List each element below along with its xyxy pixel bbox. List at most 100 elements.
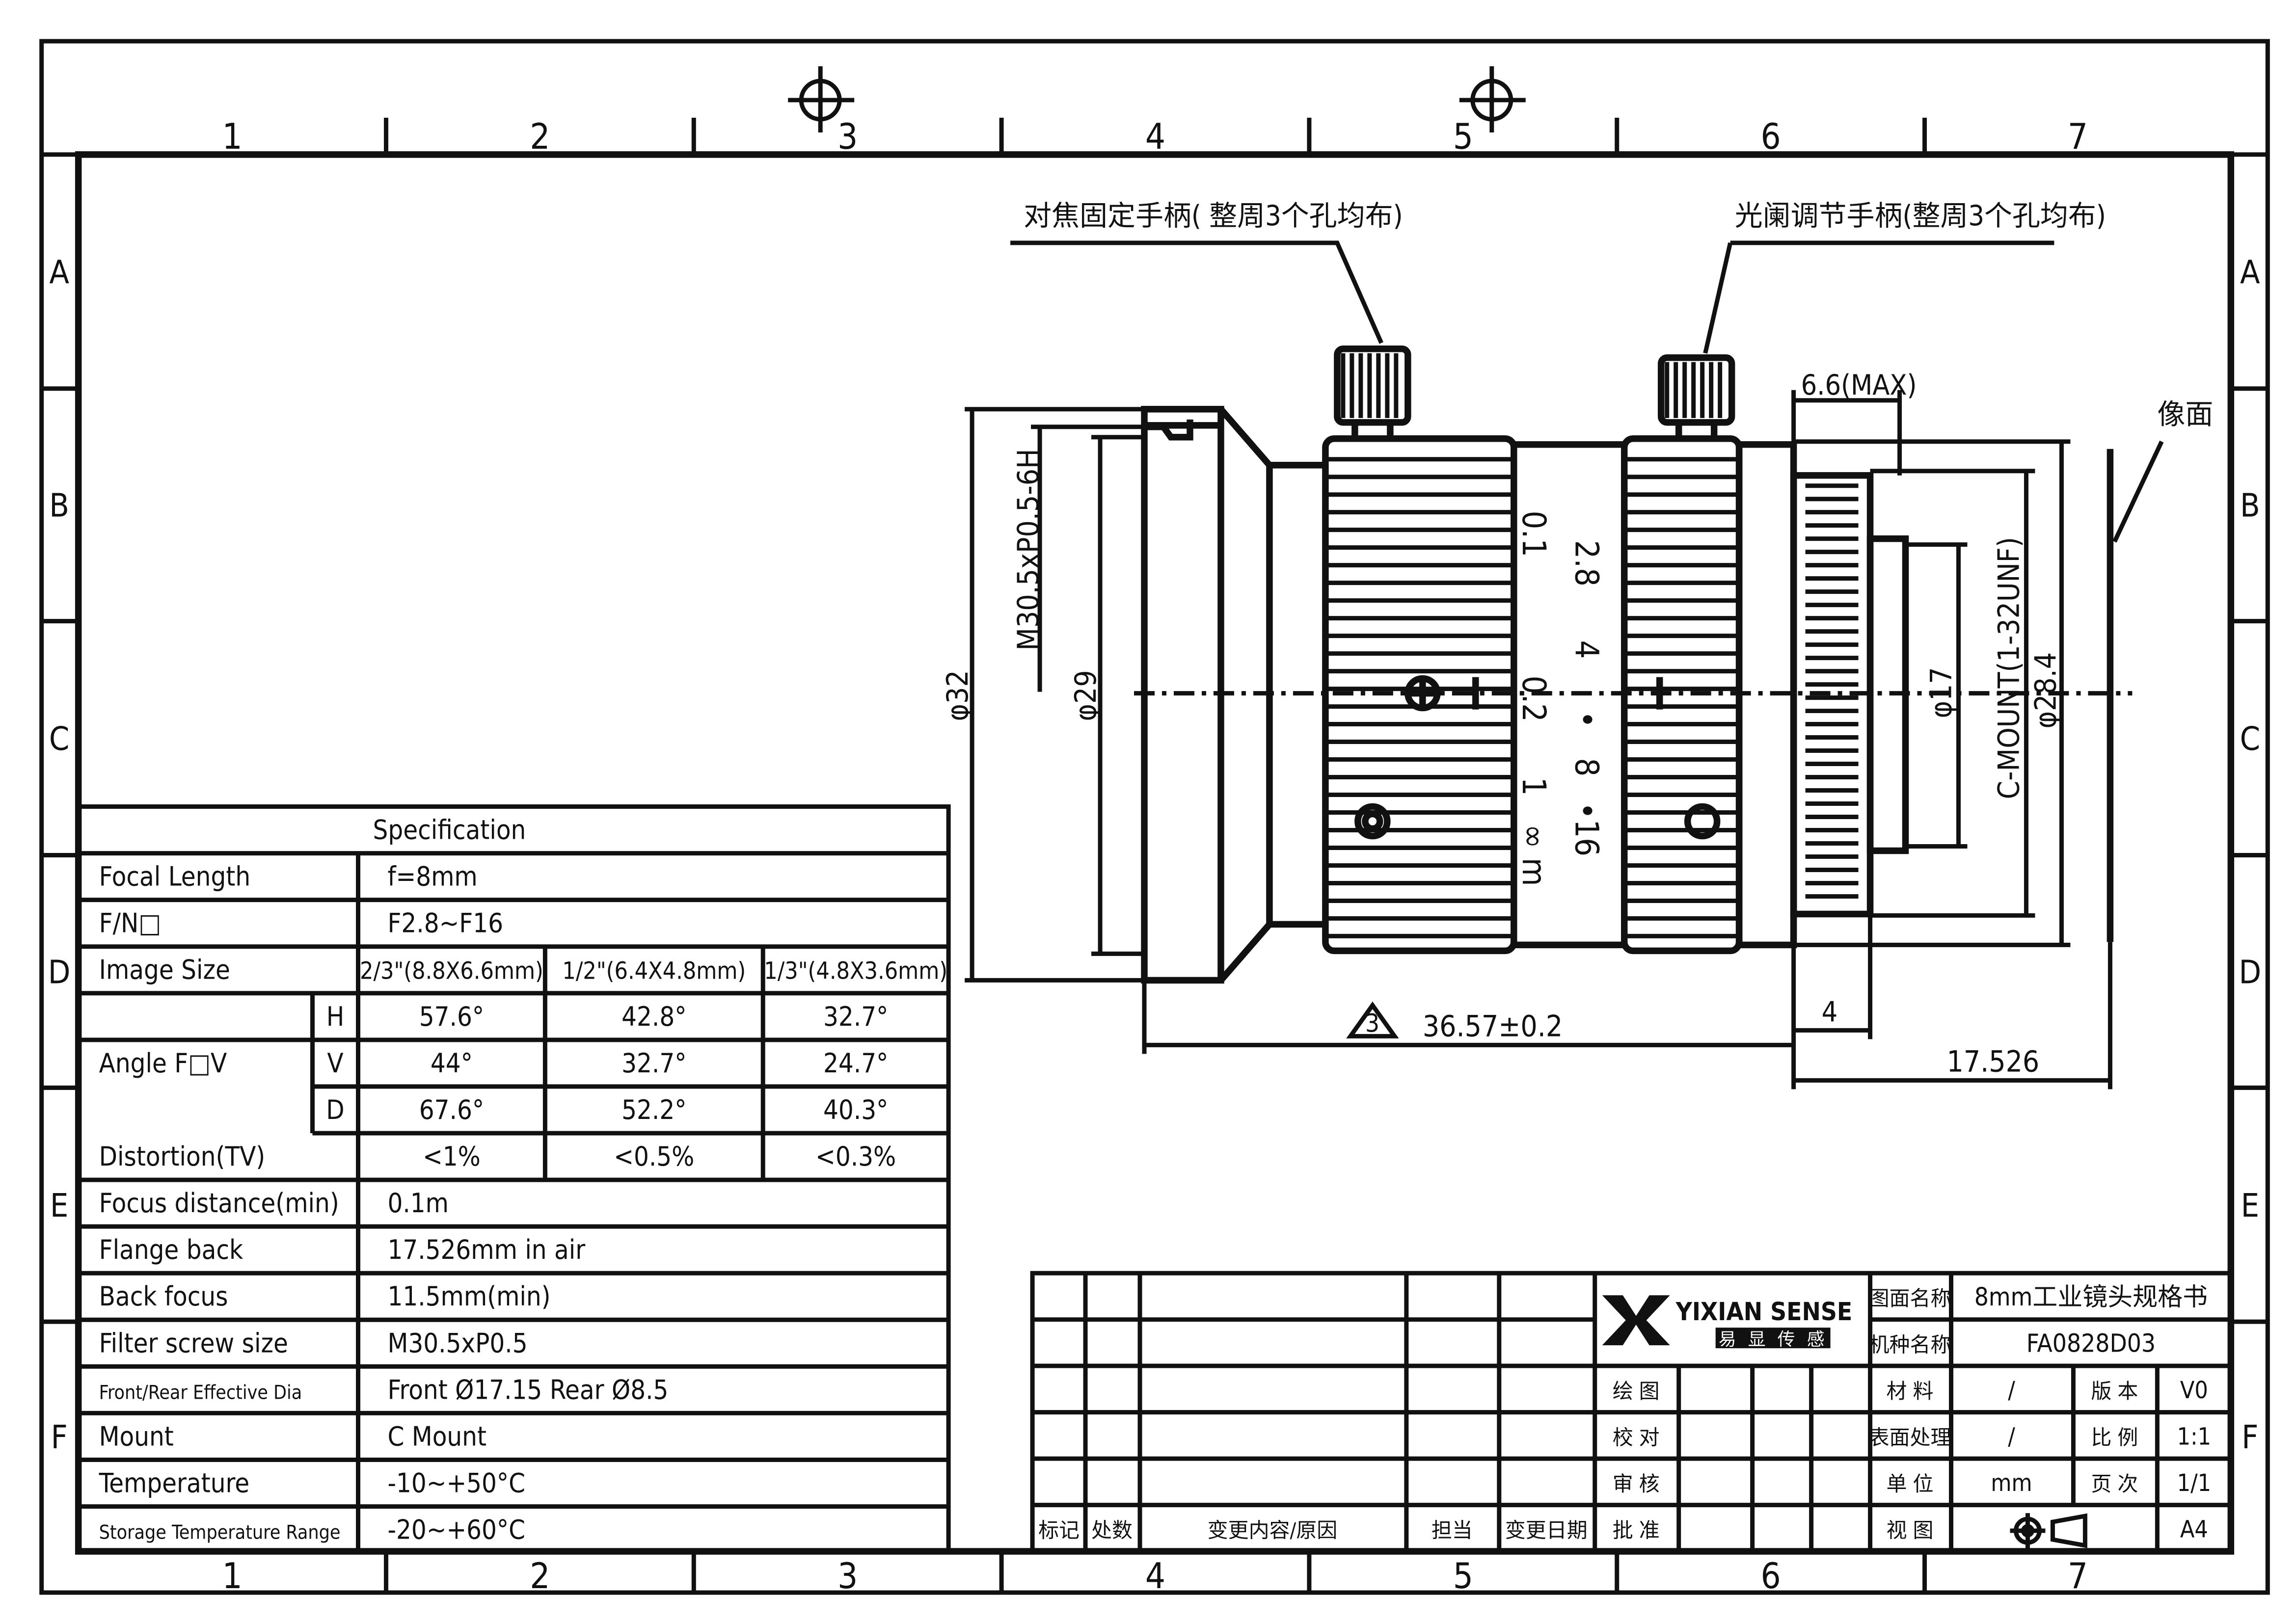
zone-row-right-0: A (2240, 253, 2260, 291)
zone-col-top-4: 4 (1145, 116, 1165, 157)
spec-row-6-label: Temperature (99, 1467, 250, 1498)
zone-col-top-2: 2 (530, 116, 550, 157)
prop-label-2: 页 次 (2091, 1472, 2138, 1496)
sheet-size: A4 (2180, 1516, 2208, 1543)
spec-row-7-label: Storage Temperature Range (99, 1522, 341, 1544)
zone-row-right-1: B (2240, 487, 2260, 525)
spec-row-6-value: -10~+50°C (387, 1467, 525, 1498)
spec-table-grid (76, 804, 951, 1554)
spec-image-size-value: 1/2"(6.4X4.8mm) (562, 957, 746, 985)
iris-mark-4: 4 (1568, 640, 1606, 659)
info-label: 机种名称 (1869, 1333, 1951, 1357)
zone-col-top-5: 5 (1453, 116, 1473, 157)
outer-border (39, 39, 2270, 1595)
spec-fov-axis: H (326, 1001, 345, 1032)
prop-value: / (2008, 1377, 2015, 1404)
zone-col-bottom-7: 7 (2068, 1555, 2088, 1596)
spec-f-number-value: F2.8~F16 (387, 908, 503, 939)
spec-row-3-label: Filter screw size (99, 1328, 288, 1358)
spec-fov-value: 52.2° (621, 1094, 686, 1125)
zone-col-bottom-6: 6 (1761, 1555, 1781, 1596)
spec-distortion-value: <1% (423, 1141, 481, 1172)
zone-row-left-3: D (48, 953, 71, 991)
spec-row-3-value: M30.5xP0.5 (387, 1328, 527, 1358)
prop-label-2: 比 例 (2091, 1426, 2138, 1450)
spec-distortion-value: <0.5% (614, 1141, 694, 1172)
spec-fov-value: 32.7° (823, 1001, 888, 1032)
spec-fov-value: 24.7° (823, 1048, 888, 1079)
sign-label: 批 准 (1613, 1518, 1660, 1542)
spec-fov-axis: D (326, 1094, 344, 1125)
focus-mark-1: 1 (1515, 777, 1553, 796)
dim-dia28-4: φ28.4 (2028, 652, 2063, 729)
spec-image-size-label: Image Size (99, 955, 230, 985)
zone-row-right-3: D (2239, 953, 2261, 991)
zone-row-left-1: B (49, 487, 69, 525)
dim-datum: 3 (1365, 1009, 1379, 1038)
sign-label: 审 核 (1613, 1472, 1660, 1496)
spec-image-size-value: 2/3"(8.8X6.6mm) (360, 957, 543, 985)
info-value: FA0828D03 (2026, 1330, 2156, 1358)
sign-label: 绘 图 (1613, 1379, 1660, 1403)
dim-6-6-max: 6.6(MAX) (1801, 369, 1917, 401)
callout-leaders (1010, 240, 2164, 543)
spec-row-5-value: C Mount (387, 1421, 486, 1452)
focus-mark-inf: ∞ m (1515, 824, 1553, 886)
registration-target-right (1459, 66, 1526, 133)
zone-col-top-3: 3 (837, 116, 858, 157)
revision-header: 标记 (1038, 1518, 1080, 1542)
zone-row-left-5: F (51, 1418, 68, 1456)
dim-cmount: C-MOUNT(1-32UNF) (1992, 537, 2026, 799)
spec-row-4-value: Front Ø17.15 Rear Ø8.5 (387, 1374, 668, 1405)
spec-row-1-value: 17.526mm in air (387, 1234, 585, 1265)
zone-col-bottom-5: 5 (1453, 1555, 1473, 1596)
prop-value-2: 1/1 (2177, 1469, 2211, 1497)
view-label: 视 图 (1887, 1518, 1934, 1542)
iris-mark-8: 8 (1568, 758, 1606, 777)
revision-header: 变更日期 (1505, 1518, 1588, 1542)
spec-fov-value: 40.3° (823, 1094, 888, 1125)
prop-value: mm (1991, 1469, 2032, 1497)
spec-distortion-label: Distortion(TV) (99, 1141, 266, 1172)
spec-fov-value: 67.6° (419, 1094, 484, 1125)
zone-row-left-0: A (49, 253, 69, 291)
revision-header: 处数 (1091, 1518, 1133, 1542)
prop-label: 材 料 (1887, 1379, 1934, 1403)
spec-row-1-label: Flange back (99, 1234, 243, 1265)
spec-focal-length-label: Focal Length (99, 861, 250, 892)
dimension-lines (965, 390, 2112, 1090)
prop-value-2: V0 (2180, 1377, 2208, 1404)
iris-mark-16: •16 (1568, 802, 1606, 857)
spec-row-0-value: 0.1m (387, 1188, 449, 1219)
zone-row-left-2: C (49, 720, 69, 758)
dim-length: 36.57±0.2 (1423, 1009, 1563, 1043)
zone-row-right-2: C (2240, 720, 2260, 758)
title-block-grid (1030, 1271, 2233, 1554)
zone-row-right-4: E (2241, 1187, 2260, 1224)
focus-mark-0-2: 0.2 (1515, 676, 1553, 722)
company-logo: YIXIAN SENSE 易 显 传 感 (1602, 1295, 1852, 1350)
prop-label-2: 版 本 (2091, 1379, 2138, 1403)
sign-label: 校 对 (1613, 1426, 1660, 1450)
spec-fov-axis: V (327, 1048, 343, 1079)
prop-label: 单 位 (1887, 1472, 1934, 1496)
logo-cn-1: 易 (1719, 1330, 1736, 1350)
zone-col-bottom-1: 1 (222, 1555, 242, 1596)
info-label: 图面名称 (1869, 1286, 1951, 1310)
focus-mark-0-1: 0.1 (1515, 511, 1553, 557)
spec-title: Specification (373, 814, 526, 845)
iris-handle-callout: 光阑调节手柄(整周3个孔均布) (1735, 200, 2106, 232)
prop-label: 表面处理 (1869, 1426, 1951, 1450)
spec-fov-value: 32.7° (621, 1048, 686, 1079)
spec-fov-value: 57.6° (419, 1001, 484, 1032)
spec-row-2-label: Back focus (99, 1281, 228, 1312)
zone-row-right-5: F (2242, 1418, 2258, 1456)
spec-row-5-label: Mount (99, 1421, 174, 1452)
revision-header: 担当 (1432, 1518, 1473, 1542)
spec-focal-length-value: f=8mm (387, 861, 477, 892)
spec-image-size-value: 1/3"(4.8X3.6mm) (764, 957, 947, 985)
